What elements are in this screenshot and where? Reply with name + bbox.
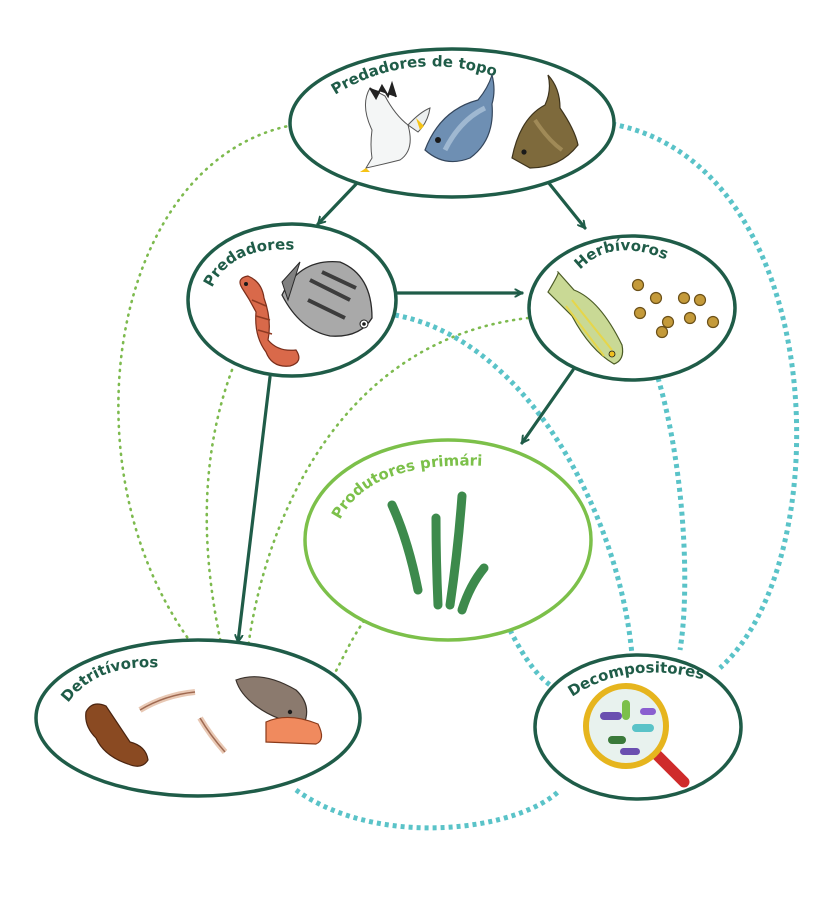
link-top-to-detritivores	[117, 123, 295, 650]
link-detritivores-to-decomposers	[294, 787, 562, 831]
arrow-top-to-herbivores	[546, 180, 587, 230]
decomposer-links	[294, 121, 800, 831]
brown-fish-icon	[511, 74, 579, 169]
link-top-to-decomposers	[611, 121, 800, 670]
arrow-predators-to-detritivores	[238, 375, 272, 644]
node-predators: Predadores	[186, 222, 398, 378]
link-herbivores-to-detritivores	[246, 316, 530, 650]
sea-cucumber-icon	[85, 703, 149, 767]
node-detritivores: Detritívoros	[34, 638, 362, 798]
arrow-top-to-predators	[316, 178, 362, 226]
arrow-herbivores-to-producers	[520, 368, 575, 445]
node-decomposers: Decompositores	[533, 653, 743, 801]
link-producers-to-detritivores	[330, 613, 370, 680]
seagull-icon	[360, 80, 431, 172]
seahorse-icon	[239, 275, 300, 367]
link-predators-to-detritivores	[205, 368, 234, 650]
grey-fish-icon	[281, 260, 373, 337]
link-herbivores-to-decomposers	[655, 377, 688, 651]
bacteria-magnifier-icon	[583, 683, 690, 788]
snails-icon	[631, 278, 720, 339]
link-producers-to-decomposers	[507, 628, 557, 691]
node-herbivores: Herbívoros	[527, 234, 737, 382]
seagrass-icon	[387, 491, 489, 615]
blue-fish-icon	[424, 72, 495, 163]
hermit-crab-icon	[235, 676, 323, 745]
feeding-arrows	[238, 178, 587, 644]
node-top-predators: Predadores de topo	[288, 47, 616, 199]
shrimp-icon	[138, 689, 228, 754]
striped-fish-icon	[547, 271, 624, 365]
